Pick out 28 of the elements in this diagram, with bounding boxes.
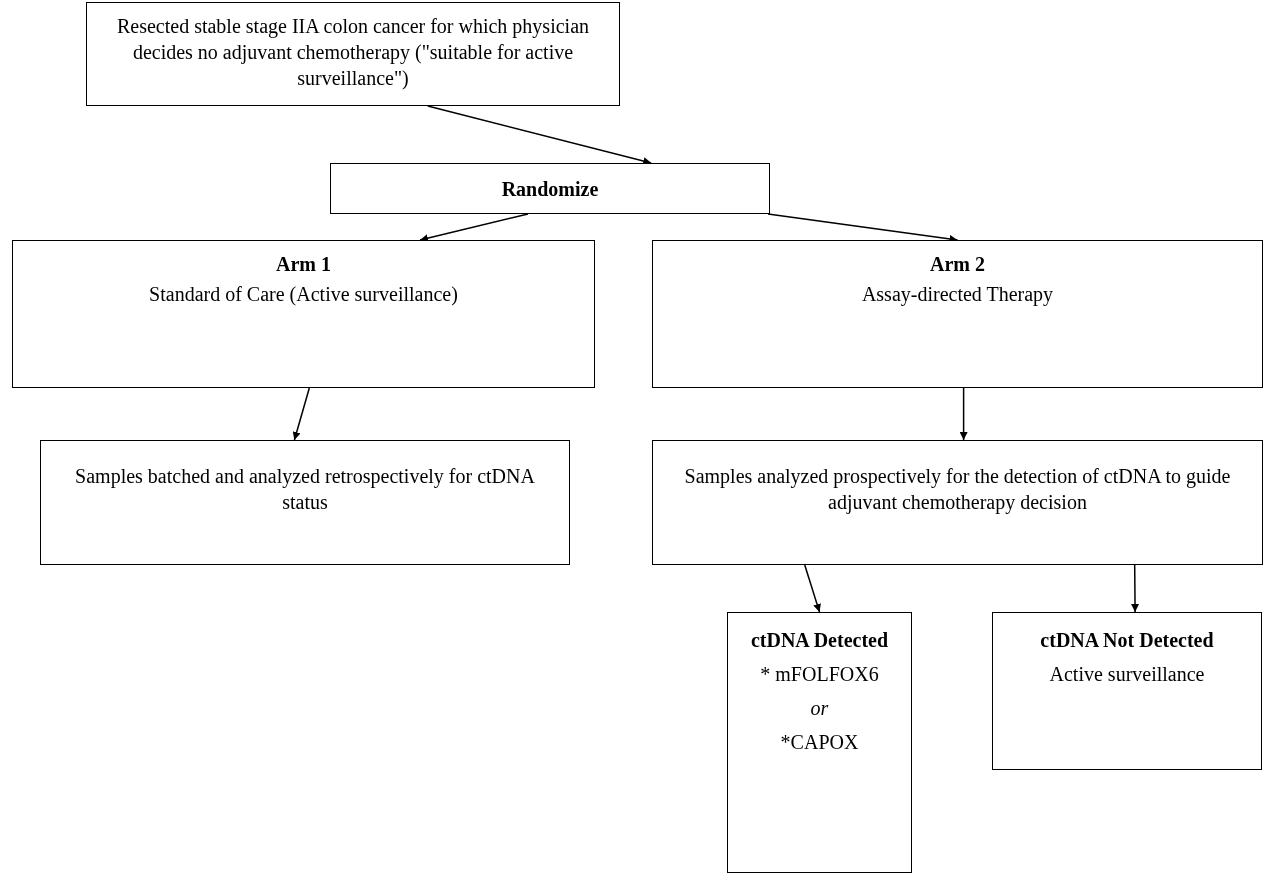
process-box	[992, 612, 1262, 770]
heading-text: Arm 1	[276, 252, 331, 277]
connector-word: or	[810, 696, 829, 721]
heading-text: ctDNA Not Detected	[1040, 628, 1214, 653]
body-text: Assay-directed Therapy	[861, 282, 1054, 307]
body-text: Samples batched and analyzed retrospectively for ctDNA status	[74, 464, 536, 515]
process-box	[330, 163, 770, 214]
heading-text: Arm 2	[930, 252, 985, 277]
arrow	[419, 213, 529, 242]
body-text: Standard of Care (Active surveillance)	[149, 282, 458, 307]
body-text: Active surveillance	[1049, 662, 1205, 687]
process-box	[727, 612, 912, 873]
process-box	[652, 240, 1263, 388]
heading-text: Randomize	[501, 177, 599, 202]
process-box	[652, 440, 1263, 565]
arrow	[804, 564, 821, 613]
arrow	[959, 387, 968, 441]
process-box	[40, 440, 570, 565]
process-box	[12, 240, 595, 388]
body-text: *CAPOX	[780, 730, 859, 755]
body-text: Resected stable stage IIA colon cancer for which physician decides no adjuvant chemotherapy ("suitable for active surveillance")	[115, 14, 590, 91]
arrow	[292, 387, 311, 441]
heading-text: ctDNA Detected	[750, 628, 889, 653]
process-box	[86, 2, 620, 106]
body-text: Samples analyzed prospectively for the detection of ctDNA to guide adjuvant chemotherapy decision	[683, 464, 1232, 515]
body-text: * mFOLFOX6	[760, 662, 879, 687]
arrow	[427, 105, 652, 165]
arrow	[1131, 564, 1140, 613]
